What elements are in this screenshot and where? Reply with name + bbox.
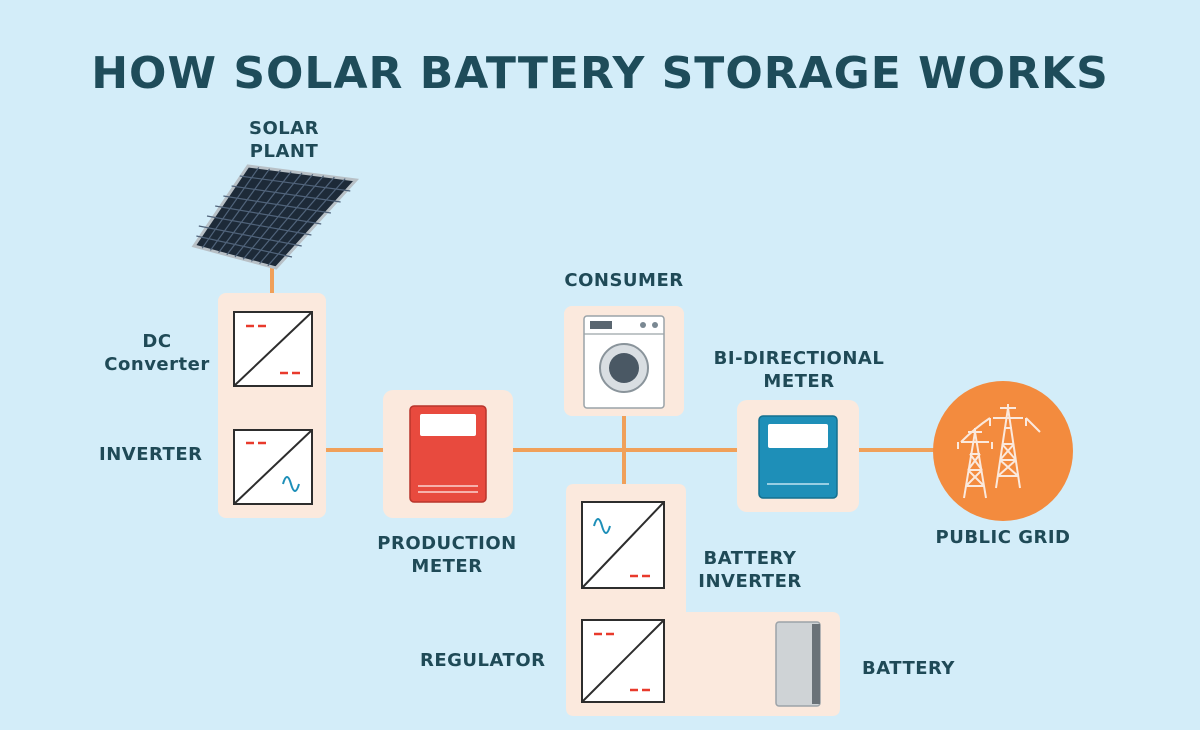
solar-plant-label: SOLAR PLANT: [248, 118, 320, 162]
bidirectional-meter-icon: [758, 415, 838, 499]
production-meter-icon: [409, 405, 487, 503]
dc-converter-label: DC Converter: [104, 331, 210, 375]
battery-inverter-icon: [581, 501, 665, 589]
regulator-icon: [581, 619, 665, 703]
inverter-label: INVERTER: [99, 444, 203, 465]
dc-converter-icon: [233, 311, 313, 387]
solar-panel-icon: [191, 164, 360, 270]
public-grid-label: PUBLIC GRID: [935, 527, 1071, 548]
page-title: HOW SOLAR BATTERY STORAGE WORKS: [91, 48, 1109, 99]
battery-icon: [775, 621, 821, 707]
bidirectional-meter-label: BI-DIRECTIONAL METER: [713, 348, 885, 392]
power-tower-icon: [933, 381, 1073, 521]
washing-machine-icon: [583, 315, 665, 409]
battery-label: BATTERY: [862, 658, 955, 679]
inverter-icon: [233, 429, 313, 505]
consumer-label: CONSUMER: [564, 270, 684, 291]
regulator-label: REGULATOR: [420, 650, 546, 671]
battery-inverter-label: BATTERY INVERTER: [698, 548, 802, 592]
production-meter-label: PRODUCTION METER: [377, 533, 517, 577]
